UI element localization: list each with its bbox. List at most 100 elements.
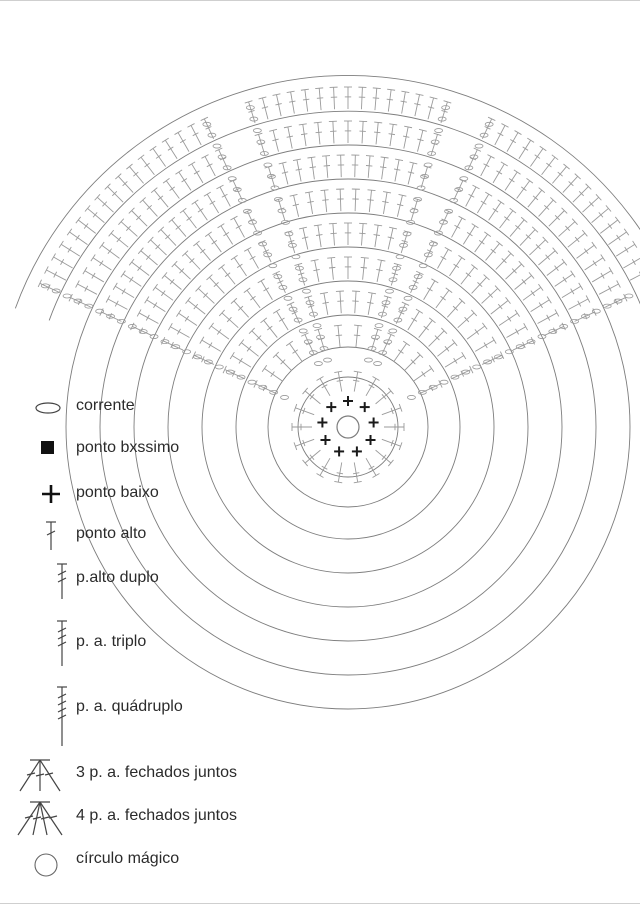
chain-mark xyxy=(398,306,408,312)
stitch-wedge xyxy=(37,116,323,400)
stitch-mark xyxy=(375,387,394,405)
stitch-mark xyxy=(68,293,91,308)
stitch-mark xyxy=(414,93,424,117)
chain-mark xyxy=(106,313,115,319)
stitch-mark xyxy=(188,161,204,184)
stitch-mark xyxy=(446,297,466,318)
chain-mark xyxy=(418,263,428,269)
triple-treble-icon xyxy=(57,620,67,666)
chain-mark xyxy=(504,349,514,355)
stitch-mark xyxy=(568,295,591,310)
round-rings xyxy=(65,144,631,710)
chain-mark xyxy=(420,174,430,179)
chain-mark xyxy=(461,369,471,375)
stitch-mark xyxy=(420,380,443,394)
stitch-mark xyxy=(598,280,621,295)
chain-mark xyxy=(207,132,217,138)
stitch-mark xyxy=(480,154,495,177)
stitch-mark xyxy=(293,438,315,451)
chain-mark xyxy=(388,328,398,334)
stitch-mark xyxy=(218,309,239,329)
chain-mark xyxy=(383,339,393,345)
stitch-mark xyxy=(204,231,222,253)
stitch-mark xyxy=(139,197,158,217)
stitch-mark xyxy=(387,226,398,250)
chain-mark xyxy=(469,154,479,160)
round-ring xyxy=(235,314,461,540)
round-ring xyxy=(267,346,429,508)
stitch-mark xyxy=(300,88,310,112)
stitch-mark xyxy=(181,250,201,270)
chain-mark xyxy=(548,329,558,334)
chain-mark xyxy=(399,242,408,248)
stitch-mark xyxy=(471,274,490,294)
stitch-mark xyxy=(161,272,182,290)
stitch-mark xyxy=(546,258,568,276)
stitch-mark xyxy=(407,161,418,185)
stitch-mark xyxy=(185,297,206,315)
chain-mark xyxy=(406,219,415,225)
stitch-mark xyxy=(460,264,478,285)
stitch-mark xyxy=(319,291,329,315)
stitch-mark xyxy=(82,267,105,283)
outer-arc xyxy=(48,110,640,321)
stitch-mark xyxy=(384,423,405,431)
stitch-mark xyxy=(260,317,278,338)
stitch-mark xyxy=(208,322,230,340)
stitch-mark xyxy=(457,309,478,329)
chain-mark xyxy=(388,277,398,283)
stitch-mark xyxy=(437,246,452,269)
stitch-mark xyxy=(615,240,638,257)
center-cross-mark xyxy=(365,435,376,445)
chain-mark xyxy=(302,288,311,294)
chain-mark xyxy=(381,300,391,306)
stitch-mark xyxy=(278,161,289,185)
chain-mark xyxy=(277,208,287,214)
stitch-mark xyxy=(380,156,389,180)
stitch-mark xyxy=(365,457,380,478)
stitch-mark xyxy=(292,158,303,182)
chain-mark xyxy=(212,143,222,149)
stitch-mark xyxy=(161,137,178,160)
stitch-mark xyxy=(417,128,427,152)
magic-circle-icon xyxy=(34,853,58,877)
stitch-mark xyxy=(490,297,511,315)
chain-mark xyxy=(441,105,451,110)
stitch-mark xyxy=(283,125,294,149)
stitch-mark xyxy=(118,218,138,237)
chain-mark xyxy=(293,317,303,323)
round-ring xyxy=(297,376,399,478)
stitch-mark xyxy=(567,229,588,248)
stitch-mark xyxy=(152,283,174,301)
stitch-mark xyxy=(313,121,322,145)
chain-mark xyxy=(537,334,547,339)
chain-mark xyxy=(416,185,426,191)
chain-mark xyxy=(314,361,323,366)
stitch-mark xyxy=(541,154,559,175)
chain-mark xyxy=(149,334,159,339)
stitch-mark xyxy=(499,207,517,229)
center-motif xyxy=(291,370,405,484)
stitch-mark xyxy=(244,246,259,269)
four-dc-together-icon xyxy=(17,801,63,836)
stitch-mark xyxy=(137,247,158,266)
stitch-mark xyxy=(66,228,88,245)
center-cross-mark xyxy=(320,435,331,445)
chain-mark xyxy=(427,151,437,156)
stitch-mark xyxy=(344,222,352,245)
stitch-mark xyxy=(608,228,630,245)
stitch-mark xyxy=(310,259,320,282)
chain-icon xyxy=(35,402,61,414)
stitch-mark xyxy=(538,197,557,217)
stitch-mark xyxy=(462,223,479,245)
stitch-mark xyxy=(344,120,352,143)
stitch-mark xyxy=(230,215,245,238)
stitch-mark xyxy=(451,215,466,238)
chain-mark xyxy=(449,198,459,203)
chain-mark xyxy=(138,329,148,334)
legend-label-chain: corrente xyxy=(76,397,135,414)
chain-mark xyxy=(225,369,235,375)
chain-mark xyxy=(602,303,612,309)
stitch-mark xyxy=(105,295,128,310)
stitch-mark xyxy=(514,272,535,290)
